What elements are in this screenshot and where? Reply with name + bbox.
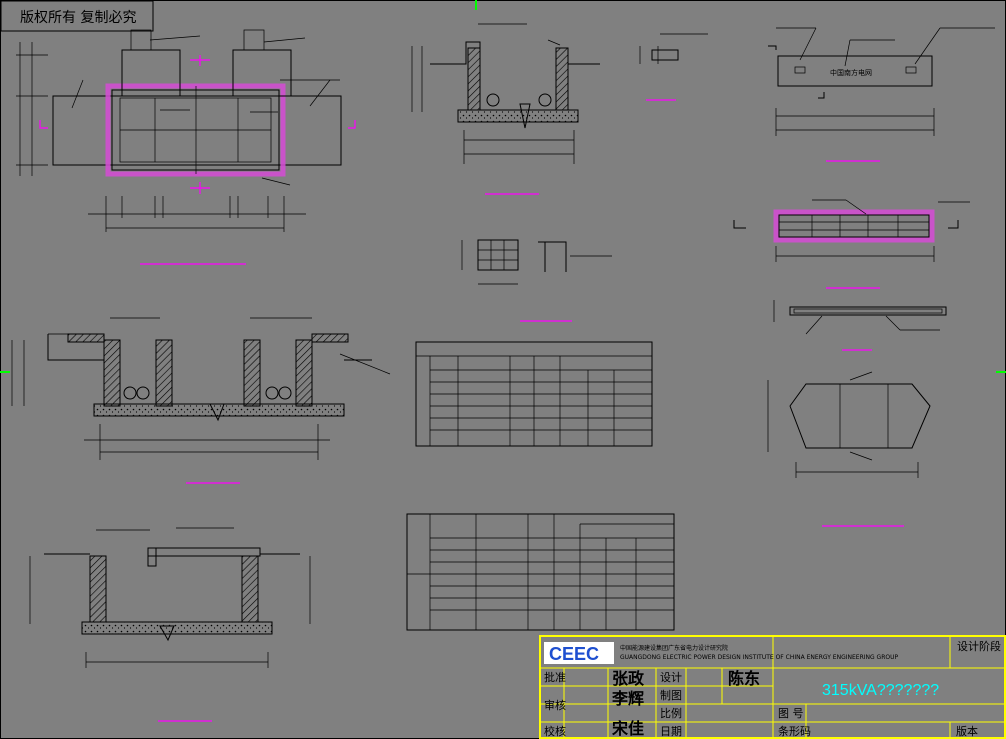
org-name-en: GUANGDONG ELECTRIC POWER DESIGN INSTITUT… [620,654,898,661]
copyright-text: 版权所有 复制必究 [20,9,136,26]
company-logo: CEEC [549,644,599,664]
review-label: 审核 [544,698,566,712]
frame-markers [0,0,1006,373]
rebar-grid-view [461,239,612,322]
date-label: 日期 [660,725,682,738]
signature-check: 宋佳 [611,719,644,738]
design-label: 设计 [660,671,682,684]
material-table-2 [406,513,675,631]
stage-label: 设计阶段 [957,639,1001,653]
material-table-1 [415,341,653,447]
nameplate-view: 中国南方电网 [768,27,995,162]
signature-review: 李辉 [611,689,644,708]
large-section-view [11,317,391,484]
nameplate-text: 中国南方电网 [830,68,872,77]
version-label: 版本 [956,724,978,738]
logo-box [544,642,614,664]
cover-plate-view [767,371,931,527]
pit-section-lower [29,527,311,722]
barcode-label: 条形码 [778,724,811,738]
drawing-no-label: 图 号 [778,707,804,720]
copyright-box: 版权所有 复制必究 [0,0,154,32]
grating-view [733,199,970,289]
pit-section-small [411,23,600,195]
check-label: 校核 [544,724,566,738]
org-name-cn: 中国能源建设集团广东省电力设计研究院 [620,644,728,652]
title-block: CEEC 中国能源建设集团广东省电力设计研究院 GUANGDONG ELECTR… [539,635,1006,739]
scale-label: 比例 [660,706,682,720]
signature-approve: 张政 [612,669,645,688]
signature-design: 陈东 [728,669,760,688]
bolt-detail [639,33,708,101]
plan-view [16,29,356,265]
drawing-title: 315kVA??????? [822,682,939,699]
approve-label: 批准 [544,670,566,684]
draw-label: 制图 [660,689,682,702]
angle-section [773,300,947,351]
